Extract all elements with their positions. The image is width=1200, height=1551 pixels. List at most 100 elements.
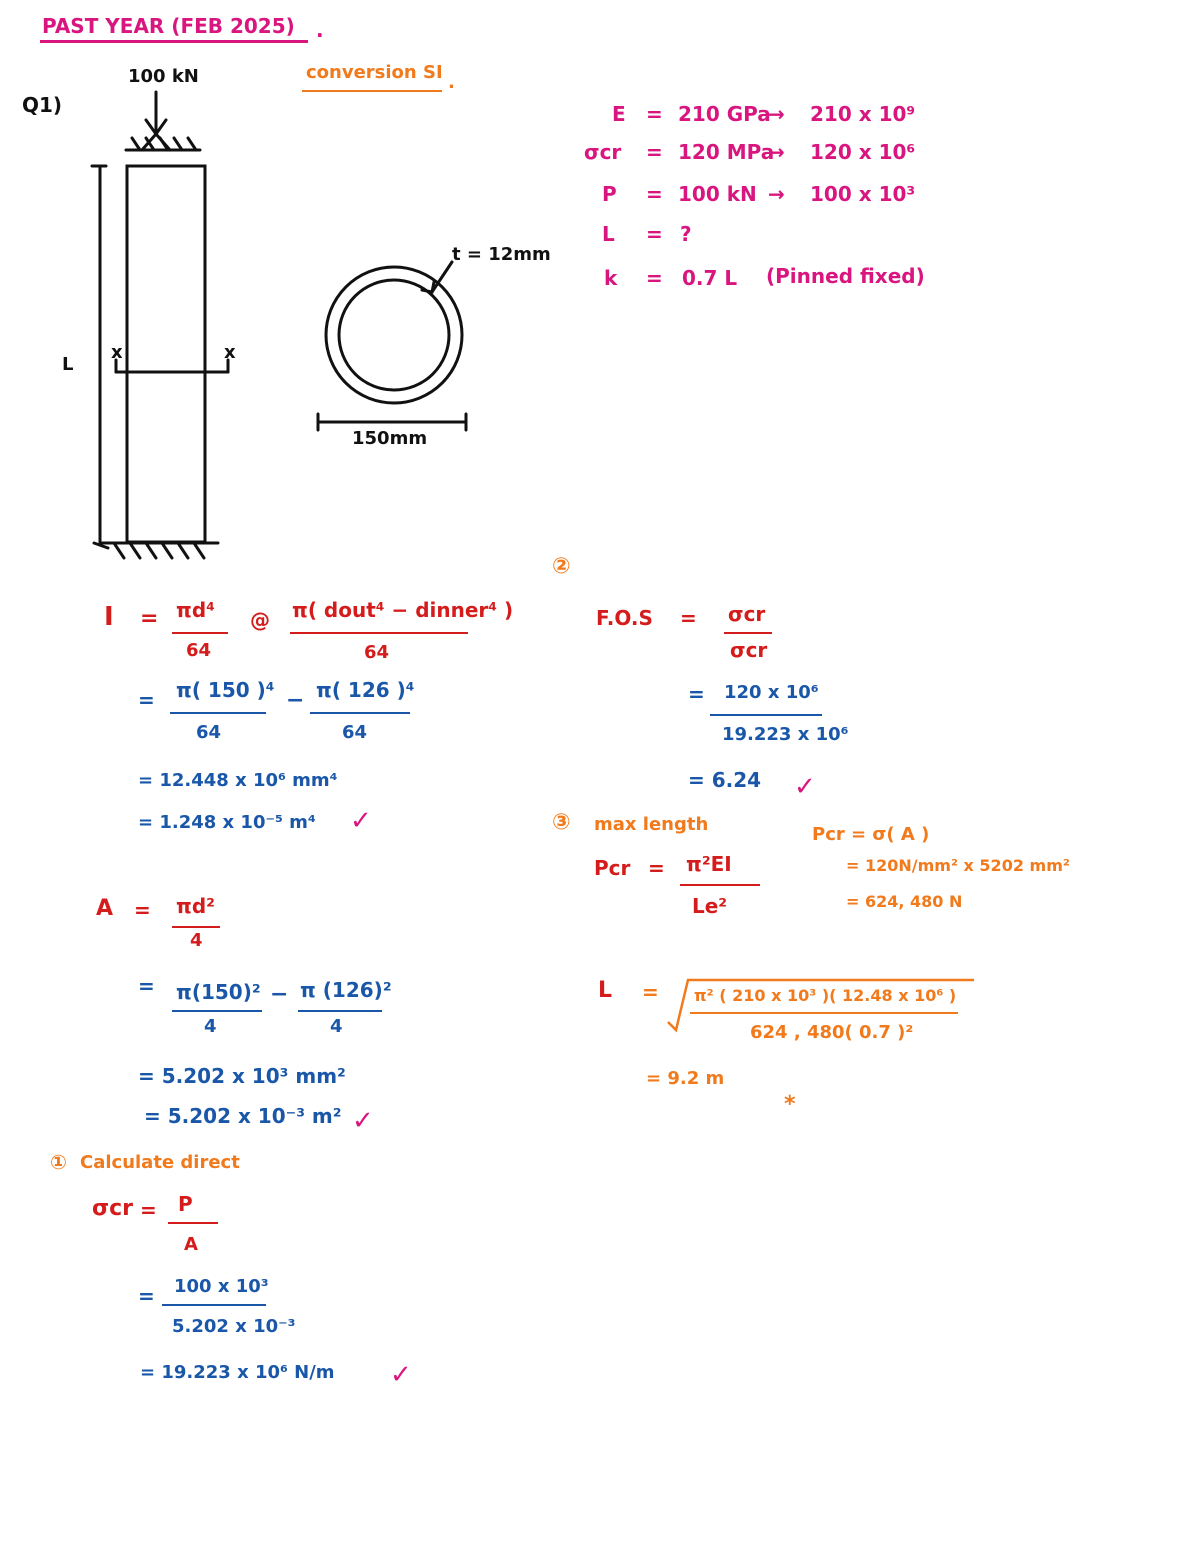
length-result-star: * — [784, 1092, 796, 1117]
inertia-check-icon: ✓ — [350, 806, 372, 836]
load-label: 100 kN — [128, 66, 199, 87]
inertia-inner-num: π( 126 )⁴ — [316, 678, 415, 702]
given-equals: = — [646, 266, 663, 290]
maxlen-heading: max length — [594, 814, 709, 835]
given-value: 0.7 L — [682, 266, 738, 290]
fos-check-icon: ✓ — [794, 772, 816, 802]
given-equals: = — [646, 182, 663, 206]
inertia-hollow-bar — [290, 632, 468, 634]
inertia-inner-den: 64 — [342, 722, 368, 743]
given-arrow: → — [768, 102, 785, 126]
inertia-result-mm: = 12.448 x 10⁶ mm⁴ — [138, 770, 338, 791]
area-inner-den: 4 — [330, 1016, 343, 1037]
fos-lhs: F.O.S — [596, 606, 653, 630]
direct-result: = 19.223 x 10⁶ N/m — [140, 1362, 335, 1383]
direct-lhs: σcr — [92, 1196, 134, 1221]
maxlen-formula-den: Le² — [692, 894, 728, 918]
conversion-dot: . — [448, 72, 455, 93]
direct-sub-bar — [162, 1304, 266, 1306]
fos-sub-num: 120 x 10⁶ — [724, 682, 819, 703]
direct-sub-equals: = — [138, 1284, 155, 1308]
fos-formula-den: σcr — [730, 638, 768, 662]
inertia-minus: − — [286, 688, 305, 713]
given-symbol: L — [602, 222, 615, 246]
given-value: 100 kN — [678, 182, 757, 206]
given-equals: = — [646, 140, 663, 164]
question-label: Q1) — [22, 93, 63, 117]
area-inner-bar — [298, 1010, 382, 1012]
fos-formula-num: σcr — [728, 602, 766, 626]
fos-result: = 6.24 — [688, 768, 762, 792]
given-si: 100 x 10³ — [810, 182, 916, 206]
given-equals: = — [646, 222, 663, 246]
area-formula-num: πd² — [176, 894, 215, 918]
direct-sub-num: 100 x 10³ — [174, 1276, 269, 1297]
fos-sub-equals: = — [688, 682, 705, 706]
area-outer-num: π(150)² — [176, 980, 261, 1004]
direct-equals: = — [140, 1198, 157, 1222]
inertia-outer-bar — [170, 712, 266, 714]
given-symbol: σcr — [584, 140, 622, 164]
maxlen-marker: ③ — [552, 810, 571, 835]
length-label: L — [62, 354, 74, 375]
inertia-or: @ — [250, 608, 270, 632]
given-si: 120 x 10⁶ — [810, 140, 916, 164]
title-dot: . — [316, 18, 324, 42]
given-arrow: → — [768, 182, 785, 206]
inertia-lhs: I — [104, 602, 114, 632]
inertia-outer-den: 64 — [196, 722, 222, 743]
direct-formula-bar — [168, 1222, 218, 1224]
area-formula-bar — [172, 926, 220, 928]
page-title: PAST YEAR (FEB 2025) — [42, 14, 295, 38]
diameter-label: 150mm — [352, 428, 428, 449]
area-inner-num: π (126)² — [300, 978, 392, 1002]
maxlen-side-2: = 120N/mm² x 5202 mm² — [846, 856, 1070, 875]
inertia-outer-num: π( 150 )⁴ — [176, 678, 275, 702]
area-lhs: A — [96, 896, 114, 921]
direct-step-heading: Calculate direct — [80, 1152, 240, 1173]
top-hatch — [130, 136, 198, 152]
direct-formula-num: P — [178, 1192, 193, 1216]
given-value: 210 GPa — [678, 102, 771, 126]
inertia-result-m: = 1.248 x 10⁻⁵ m⁴ — [138, 812, 316, 833]
maxlen-lhs: Pcr — [594, 856, 631, 880]
outer-circle — [324, 265, 464, 405]
given-symbol: E — [612, 102, 626, 126]
area-outer-den: 4 — [204, 1016, 217, 1037]
direct-sub-den: 5.202 x 10⁻³ — [172, 1316, 296, 1337]
inertia-equals: = — [140, 606, 159, 631]
length-equals: = — [642, 980, 659, 1004]
length-lhs: L — [598, 978, 613, 1003]
area-check-icon: ✓ — [352, 1106, 374, 1136]
maxlen-equals: = — [648, 856, 665, 880]
maxlen-formula-bar — [680, 884, 760, 886]
area-equals: = — [134, 898, 151, 922]
maxlen-formula-num: π²EI — [686, 852, 732, 876]
thickness-label: t = 12mm — [452, 244, 551, 265]
direct-formula-den: A — [184, 1234, 198, 1255]
area-result-m: = 5.202 x 10⁻³ m² — [144, 1104, 342, 1128]
maxlen-side-3: = 624, 480 N — [846, 892, 963, 911]
section-mark-left: x — [111, 342, 123, 363]
given-symbol: k — [604, 266, 618, 290]
fos-sub-bar — [710, 714, 822, 716]
conversion-underline — [302, 90, 442, 92]
given-equals: = — [646, 102, 663, 126]
inertia-hollow-den: 64 — [364, 642, 390, 663]
inertia-sub-equals: = — [138, 688, 155, 712]
fos-marker: ② — [552, 554, 571, 579]
area-sub-equals: = — [138, 974, 155, 998]
given-value: 120 MPa — [678, 140, 775, 164]
fos-sub-den: 19.223 x 10⁶ — [722, 724, 849, 745]
inertia-hollow-num: π( dout⁴ − dinner⁴ ) — [292, 598, 514, 622]
length-bar — [690, 1012, 958, 1014]
inertia-formula-den: 64 — [186, 640, 212, 661]
given-si: 210 x 10⁹ — [810, 102, 916, 126]
bottom-hatch — [112, 541, 206, 560]
inertia-formula-bar — [172, 632, 228, 634]
area-minus: − — [270, 982, 289, 1007]
conversion-heading: conversion SI — [306, 62, 443, 83]
length-num: π² ( 210 x 10³ )( 12.48 x 10⁶ ) — [694, 986, 957, 1005]
